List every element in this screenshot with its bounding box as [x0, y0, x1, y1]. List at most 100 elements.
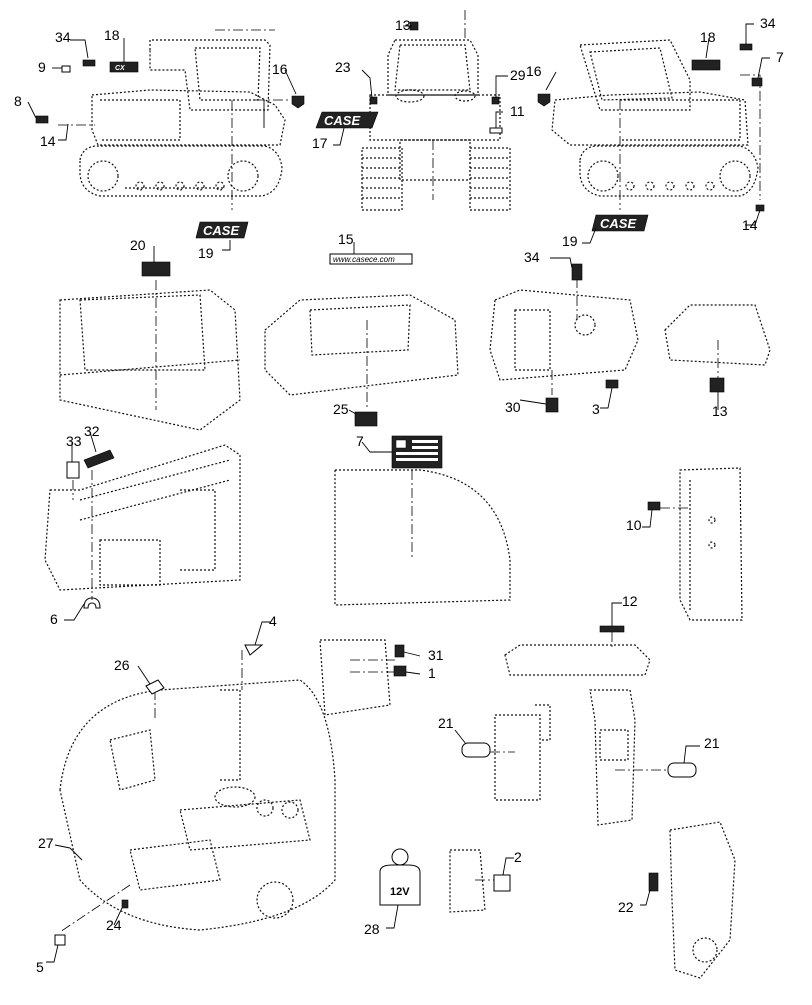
side-panel-rear: [489, 278, 639, 395]
callout-4: 4: [269, 613, 277, 629]
callout-14: 14: [742, 217, 758, 233]
decal-30: [545, 397, 559, 413]
callout-3: 3: [592, 401, 600, 417]
callout-34: 34: [55, 29, 71, 45]
side-cover-panel: [334, 469, 511, 606]
callout-19: 19: [562, 233, 578, 249]
callout-23: 23: [335, 59, 351, 75]
callout-28: 28: [364, 921, 380, 937]
decal-13-panel: [709, 377, 725, 393]
decal-4: [244, 644, 264, 656]
case-logo-17: CASE: [315, 111, 379, 129]
case-logo-19-left: CASE: [195, 221, 249, 239]
decal-32: [83, 449, 115, 469]
side-panel-small: [664, 304, 771, 378]
callout-2: 2: [514, 849, 522, 865]
decal-11: [489, 127, 503, 134]
fuel-filter-left: [490, 704, 551, 801]
callout-11: 11: [510, 103, 525, 119]
decal-31: [394, 644, 405, 658]
decal-18-right: [691, 59, 721, 71]
decal-3: [605, 379, 619, 389]
callout-27: 27: [38, 835, 54, 851]
decal-10: [647, 501, 661, 511]
decal-27: [69, 847, 83, 861]
callout-31: 31: [428, 647, 444, 663]
decal-16-left: [291, 95, 305, 109]
callout-18: 18: [104, 27, 120, 43]
callout-24: 24: [106, 917, 122, 933]
decal-23: [369, 96, 378, 105]
callout-9: 9: [38, 59, 46, 75]
callout-17: 17: [312, 135, 328, 151]
svg-text:www.casece.com: www.casece.com: [333, 255, 395, 264]
decal-12: [599, 625, 625, 633]
main-frame: [44, 444, 241, 600]
decal-24: [121, 899, 129, 909]
callout-14: 14: [40, 133, 56, 149]
decal-22: [648, 872, 659, 892]
callout-12: 12: [622, 593, 638, 609]
callout-13: 13: [395, 17, 411, 33]
leader-lines: [27, 23, 770, 963]
callout-10: 10: [626, 517, 642, 533]
decal-16-right: [537, 93, 551, 107]
dozer-left-side-view: [58, 29, 290, 210]
svg-text:CASE: CASE: [600, 216, 636, 231]
svg-text:CASE: CASE: [324, 113, 360, 128]
decal-6-hook: [83, 597, 101, 609]
svg-text:CASE: CASE: [203, 223, 239, 238]
callout-34: 34: [524, 249, 540, 265]
dozer-front-view: [361, 10, 511, 211]
decal-2: [493, 874, 511, 892]
callout-8: 8: [14, 93, 22, 109]
decal-8: [35, 115, 49, 124]
callout-25: 25: [333, 401, 349, 417]
callout-15: 15: [338, 231, 354, 247]
engine-hood-top: [504, 632, 651, 676]
callout-18: 18: [700, 29, 716, 45]
decal-34-left: [82, 59, 96, 67]
hood-center-panel: [264, 294, 459, 410]
decal-26: [145, 679, 165, 695]
callout-20: 20: [130, 237, 146, 253]
decal-25: [354, 411, 378, 427]
decal-20: [141, 261, 171, 277]
callout-21: 21: [704, 735, 720, 751]
callout-30: 30: [505, 399, 521, 415]
callout-19: 19: [198, 245, 214, 261]
battery-decal-28: 12V: [379, 848, 421, 906]
callout-7: 7: [356, 433, 364, 449]
callout-33: 33: [66, 433, 82, 449]
decal-29: [491, 96, 500, 105]
callout-26: 26: [114, 657, 130, 673]
fuel-filter-right: [589, 689, 668, 826]
radiator-side-panel: [660, 467, 743, 621]
decal-1: [393, 665, 407, 677]
decal-34-right: [739, 43, 753, 51]
starter-motor: [449, 849, 495, 913]
decal-7-lines: [395, 439, 438, 461]
svg-text:CX: CX: [115, 65, 126, 72]
callout-7: 7: [776, 49, 784, 65]
callout-22: 22: [618, 899, 634, 915]
callout-16: 16: [526, 63, 542, 79]
dozer-right-side-view: [551, 39, 761, 210]
callout-1: 1: [428, 665, 436, 681]
hood-left-panel: [59, 280, 241, 431]
decal-5: [54, 934, 66, 946]
callout-13: 13: [712, 403, 728, 419]
decal-33: [66, 461, 80, 479]
website-decal-15: www.casece.com: [329, 253, 413, 265]
svg-text:12V: 12V: [390, 886, 410, 898]
decal-21-right: [667, 762, 697, 778]
cab-interior: [59, 650, 336, 933]
decal-7-top: [751, 77, 763, 87]
callout-32: 32: [84, 423, 100, 439]
callout-34: 34: [760, 15, 776, 31]
case-logo-19-right: CASE: [591, 214, 649, 232]
callout-29: 29: [510, 67, 526, 83]
